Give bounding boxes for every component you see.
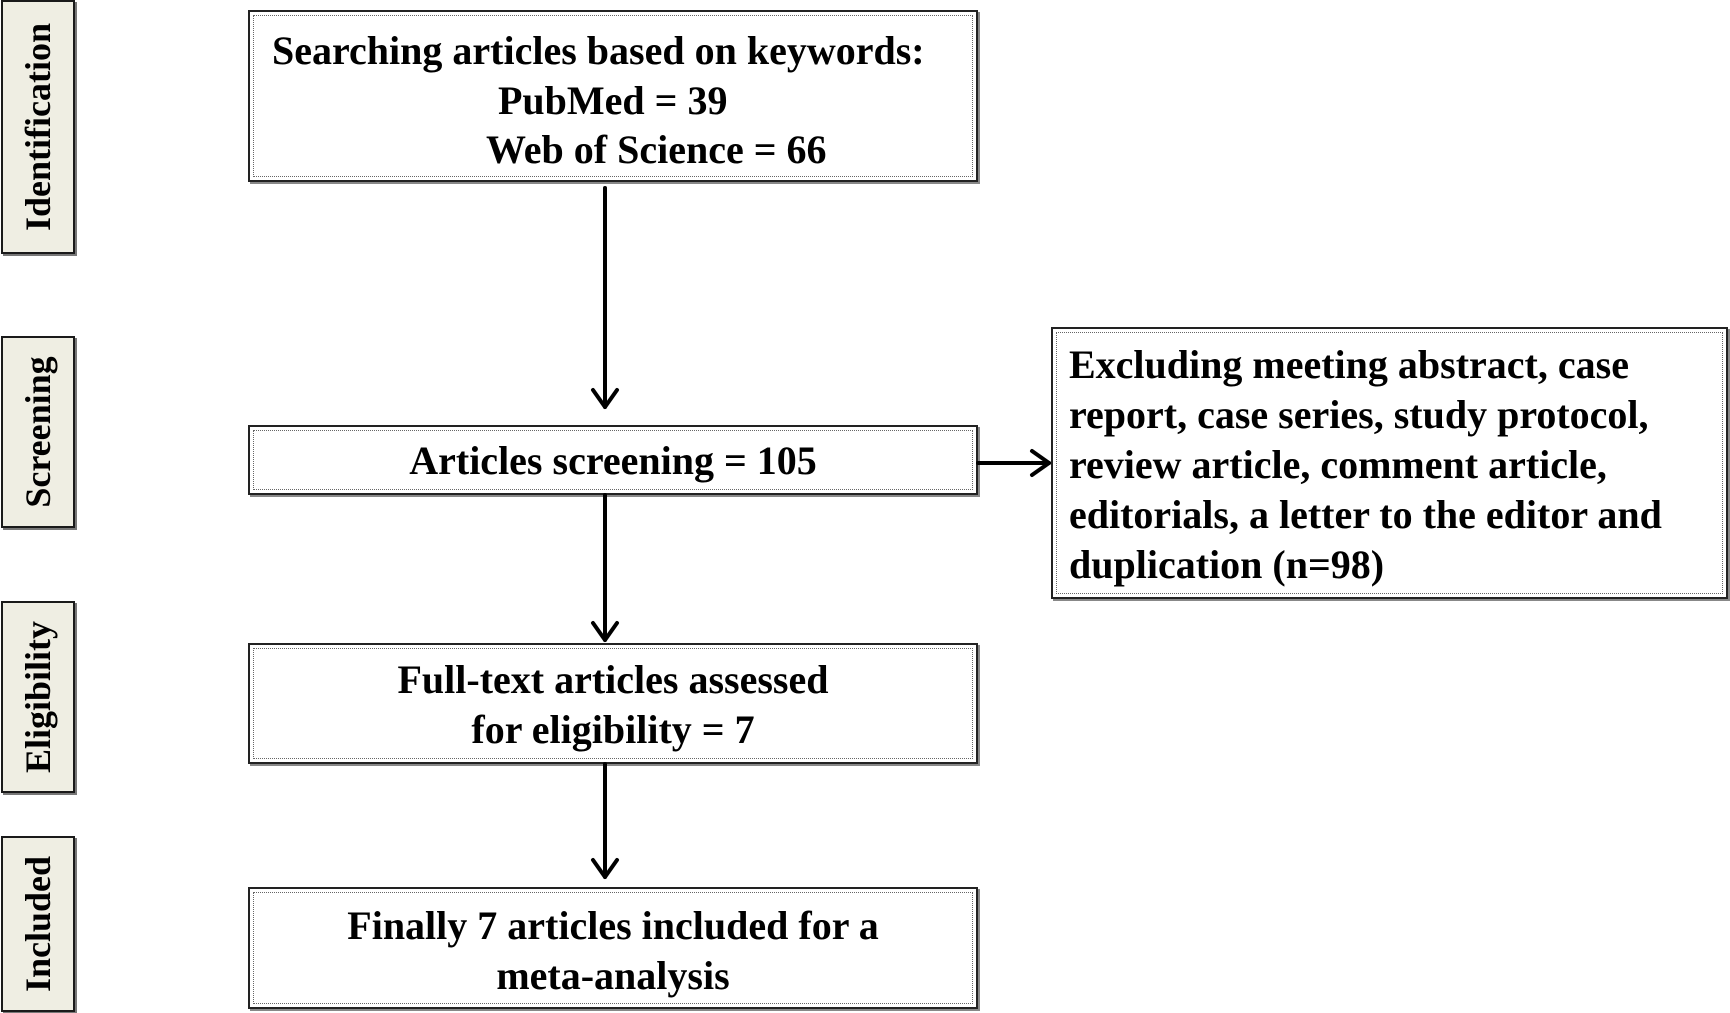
included-box-line1: Finally 7 articles included for a — [347, 903, 879, 948]
stage-tab-included: Included — [1, 836, 75, 1012]
stage-tab-eligibility: Eligibility — [1, 601, 75, 793]
search-box: Searching articles based on keywords: Pu… — [248, 10, 978, 182]
eligibility-box: Full-text articles assessed for eligibil… — [248, 643, 978, 764]
screening-box: Articles screening = 105 — [248, 425, 978, 495]
search-box-line2: PubMed = 39 — [498, 78, 728, 123]
search-box-line3: Web of Science = 66 — [486, 127, 827, 172]
exclusion-box: Excluding meeting abstract, case report,… — [1051, 327, 1728, 599]
arrow-screening-to-exclusion-head — [1030, 449, 1051, 477]
eligibility-box-line2: for eligibility = 7 — [471, 707, 755, 752]
search-box-line1: Searching articles based on keywords: — [272, 28, 925, 73]
included-box-line2: meta-analysis — [496, 953, 730, 998]
stage-tab-identification: Identification — [1, 0, 75, 254]
included-box: Finally 7 articles included for a meta-a… — [248, 887, 978, 1009]
arrow-eligibility-to-included-head — [591, 858, 619, 879]
exclusion-box-line5: duplication (n=98) — [1069, 542, 1385, 587]
arrow-screening-to-eligibility-head — [591, 621, 619, 642]
exclusion-box-line1: Excluding meeting abstract, case — [1069, 342, 1629, 387]
exclusion-box-line4: editorials, a letter to the editor and — [1069, 492, 1662, 537]
exclusion-box-line3: review article, comment article, — [1069, 442, 1607, 487]
eligibility-box-line1: Full-text articles assessed — [397, 657, 829, 702]
arrow-search-to-screening-head — [591, 388, 619, 409]
exclusion-box-line2: report, case series, study protocol, — [1069, 392, 1649, 437]
screening-box-line1: Articles screening = 105 — [409, 438, 817, 483]
stage-tab-screening: Screening — [1, 336, 75, 528]
